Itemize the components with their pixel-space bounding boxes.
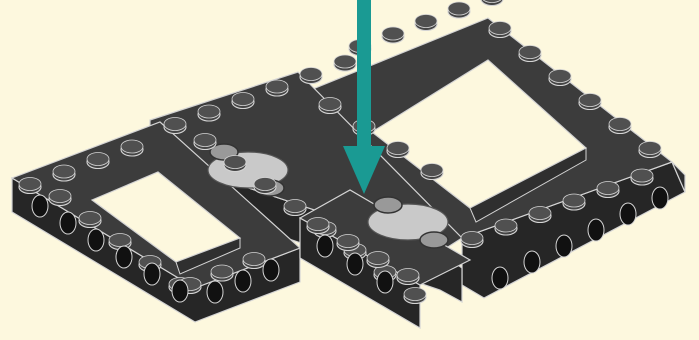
stud [631,169,653,185]
side-hole [652,187,668,209]
stud [415,15,437,31]
side-hole [144,263,160,285]
side-hole [235,270,251,292]
side-hole [620,203,636,225]
stud [421,164,443,180]
stud [211,265,233,281]
stud [609,118,631,134]
stud [232,93,254,109]
stud [519,46,541,62]
axle-pin-end [420,232,448,248]
axle-pin-end [374,197,402,213]
side-hole [172,280,188,302]
stud [334,55,356,71]
side-hole [207,281,223,303]
stud [461,232,483,248]
stud [404,288,426,304]
stud [448,2,470,18]
arrow-shaft [357,0,371,150]
stud [284,200,306,216]
side-hole [317,235,333,257]
stud [224,156,246,172]
stud [194,134,216,150]
side-hole [263,259,279,281]
stud [254,178,276,194]
stud [367,252,389,268]
side-hole [492,267,508,289]
stud [19,178,41,194]
stud [495,219,517,235]
stud [639,142,661,158]
stud [382,27,404,43]
stud [597,182,619,198]
stud [579,94,601,110]
side-hole [556,235,572,257]
side-hole [88,229,104,251]
side-hole [60,212,76,234]
side-hole [32,195,48,217]
stud [337,235,359,251]
stud [243,253,265,269]
stud [49,190,71,206]
stud [198,105,220,121]
stud [529,207,551,223]
side-hole [588,219,604,241]
side-hole [347,253,363,275]
stud [387,142,409,158]
stud [266,80,288,96]
stud [164,118,186,134]
stud [53,165,75,181]
stud [87,153,109,169]
stud [79,212,101,228]
side-hole [377,271,393,293]
stud [307,218,329,234]
stud [563,194,585,210]
stud [489,22,511,38]
stud [300,68,322,84]
side-hole [524,251,540,273]
stud [549,70,571,86]
stud [121,140,143,156]
stud [397,269,419,285]
stud [319,98,341,114]
side-hole [116,246,132,268]
